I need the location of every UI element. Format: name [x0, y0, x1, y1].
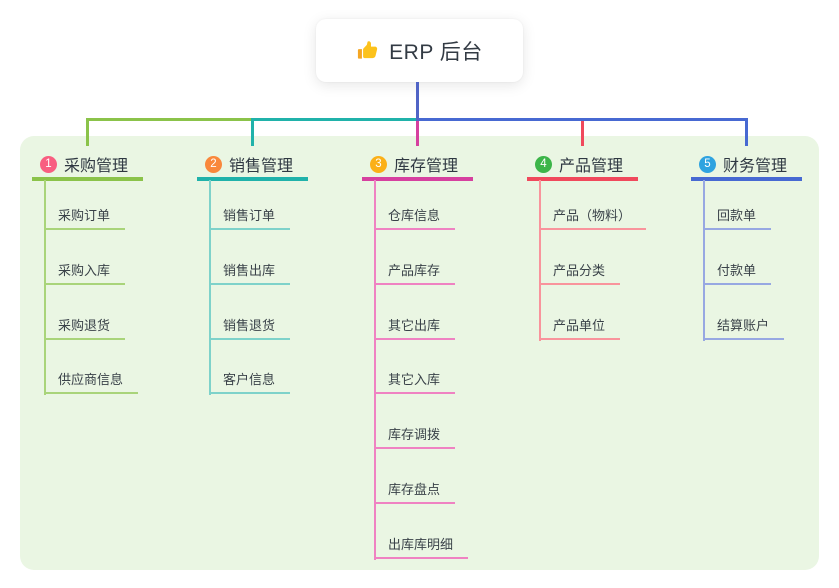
branch-children-line-5	[703, 180, 705, 341]
child-label: 出库库明细	[374, 537, 469, 559]
branch-badge-3: 3	[370, 155, 387, 173]
child-label: 结算账户	[703, 318, 785, 340]
branch-title-1[interactable]: 1 采购管理	[32, 151, 143, 181]
child-label: 销售出库	[209, 263, 291, 285]
child-label: 客户信息	[209, 372, 291, 394]
child-node[interactable]: 采购入库	[44, 262, 126, 285]
child-node[interactable]: 销售订单	[209, 207, 291, 230]
child-node[interactable]: 产品单位	[539, 317, 621, 340]
branch-title-2[interactable]: 2 销售管理	[197, 151, 308, 181]
child-label: 产品分类	[539, 263, 621, 285]
child-node[interactable]: 仓库信息	[374, 207, 456, 230]
branch-title-4[interactable]: 4 产品管理	[527, 151, 638, 181]
child-node[interactable]: 出库库明细	[374, 536, 469, 559]
connector-branch-3-drop	[416, 121, 419, 146]
branch-title-label: 采购管理	[64, 158, 129, 175]
branches-panel	[20, 136, 819, 570]
child-node[interactable]: 采购订单	[44, 207, 126, 230]
branch-title-label: 库存管理	[394, 158, 459, 175]
child-label: 采购退货	[44, 318, 126, 340]
thumbs-up-icon	[356, 39, 379, 62]
child-node[interactable]: 供应商信息	[44, 371, 139, 394]
branch-title-3[interactable]: 3 库存管理	[362, 151, 473, 181]
child-label: 采购订单	[44, 208, 126, 230]
child-label: 产品单位	[539, 318, 621, 340]
branch-badge-1: 1	[40, 155, 57, 173]
connector-branch-5-horizontal	[416, 118, 747, 121]
connector-branch-5-drop	[745, 118, 748, 146]
child-node[interactable]: 销售出库	[209, 262, 291, 285]
child-label: 其它入库	[374, 372, 456, 394]
connector-branch-1-drop	[86, 118, 89, 146]
child-node[interactable]: 付款单	[703, 262, 772, 285]
child-label: 供应商信息	[44, 372, 139, 394]
branch-children-line-3	[374, 180, 376, 560]
root-node[interactable]: ERP 后台	[316, 19, 523, 82]
connector-root-drop	[416, 82, 419, 121]
child-label: 回款单	[703, 208, 772, 230]
branch-title-label: 销售管理	[229, 158, 294, 175]
child-label: 其它出库	[374, 318, 456, 340]
root-label: ERP 后台	[389, 40, 483, 64]
branch-title-label: 财务管理	[723, 158, 788, 175]
child-node[interactable]: 产品分类	[539, 262, 621, 285]
child-label: 产品（物料）	[539, 208, 647, 230]
child-label: 库存盘点	[374, 482, 456, 504]
child-node[interactable]: 产品（物料）	[539, 207, 647, 230]
child-label: 销售订单	[209, 208, 291, 230]
branch-children-line-4	[539, 180, 541, 341]
child-label: 付款单	[703, 263, 772, 285]
branch-badge-2: 2	[205, 155, 222, 173]
child-node[interactable]: 结算账户	[703, 317, 785, 340]
child-label: 库存调拨	[374, 427, 456, 449]
child-node[interactable]: 销售退货	[209, 317, 291, 340]
child-node[interactable]: 其它出库	[374, 317, 456, 340]
child-node[interactable]: 客户信息	[209, 371, 291, 394]
connector-branch-4-drop	[581, 118, 584, 146]
child-label: 仓库信息	[374, 208, 456, 230]
child-node[interactable]: 产品库存	[374, 262, 456, 285]
branch-title-label: 产品管理	[559, 158, 624, 175]
branch-title-5[interactable]: 5 财务管理	[691, 151, 802, 181]
connector-branch-2-drop	[251, 118, 254, 146]
child-label: 产品库存	[374, 263, 456, 285]
child-label: 采购入库	[44, 263, 126, 285]
child-node[interactable]: 回款单	[703, 207, 772, 230]
child-node[interactable]: 其它入库	[374, 371, 456, 394]
branch-children-line-2	[209, 180, 211, 395]
connector-branch-2-horizontal	[251, 118, 416, 121]
child-node[interactable]: 库存调拨	[374, 426, 456, 449]
branch-badge-5: 5	[699, 155, 716, 173]
child-label: 销售退货	[209, 318, 291, 340]
branch-children-line-1	[44, 180, 46, 395]
branch-badge-4: 4	[535, 155, 552, 173]
child-node[interactable]: 库存盘点	[374, 481, 456, 504]
child-node[interactable]: 采购退货	[44, 317, 126, 340]
